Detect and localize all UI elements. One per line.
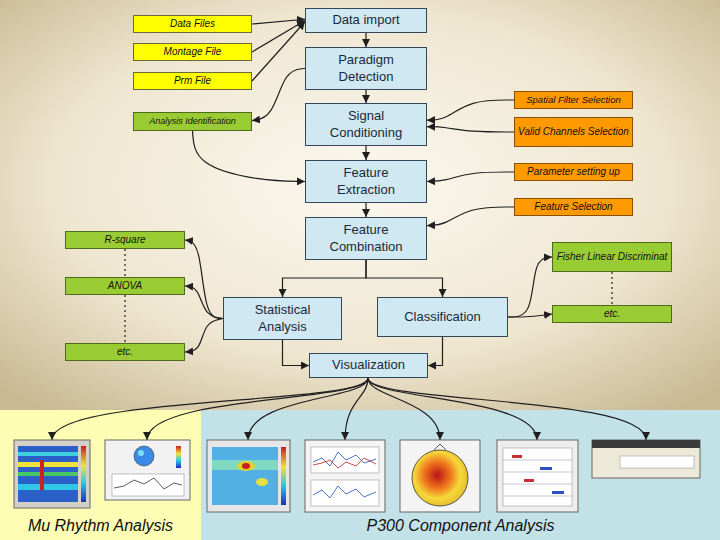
flow-connector (193, 131, 306, 182)
flow-connector (427, 127, 514, 132)
flow-connector (508, 257, 552, 317)
process-box: Statistical Analysis (223, 297, 342, 340)
flow-connector (185, 286, 223, 319)
node-label: etc. (117, 346, 133, 358)
node-label: Feature Selection (534, 201, 612, 213)
flow-connector (283, 260, 367, 297)
node-label: Valid Channels Selection (518, 126, 629, 138)
method-box: etc. (65, 343, 185, 361)
node-label: Feature Combination (316, 222, 416, 255)
input-file-box: Data Files (133, 15, 252, 33)
flow-connector (366, 260, 443, 297)
node-label: Signal Conditioning (316, 108, 416, 141)
node-label: Montage File (164, 46, 222, 58)
setting-box: Feature Selection (514, 198, 633, 216)
input-file-box: Prm File (133, 72, 252, 90)
node-label: Parameter setting up (527, 166, 620, 178)
process-box: Classification (377, 297, 508, 337)
flow-connector (252, 22, 305, 81)
node-label: Fisher Linear Discriminat (557, 251, 668, 263)
process-box: Data import (305, 8, 427, 33)
flow-connector (365, 90, 366, 103)
flow-connector (508, 314, 552, 317)
background-fill (0, 0, 720, 410)
flow-connector (365, 203, 366, 217)
input-file-box: Montage File (133, 43, 252, 61)
node-label: Feature Extraction (316, 165, 416, 198)
node-label: P300 Component Analysis (367, 517, 555, 535)
node-label: Data Files (170, 18, 215, 30)
method-box: R-square (65, 231, 185, 249)
setting-box: Spatial Filter Selection (514, 91, 633, 109)
flow-connector (185, 240, 223, 319)
node-label: Analysis Identification (149, 116, 236, 126)
flow-connector (365, 146, 366, 160)
flow-connector (124, 249, 125, 277)
method-box: etc. (552, 305, 672, 323)
flow-connector (427, 100, 514, 120)
node-label: Classification (404, 309, 481, 325)
analysis-panel: Mu Rhythm Analysis (0, 410, 201, 540)
method-box: Fisher Linear Discriminat (552, 242, 672, 272)
setting-box: Valid Channels Selection (514, 117, 633, 147)
node-label: Spatial Filter Selection (526, 95, 621, 106)
node-label: R-square (104, 234, 145, 246)
flow-connector (124, 295, 125, 343)
process-box: Feature Extraction (305, 160, 427, 203)
analysis-panel: P300 Component Analysis (201, 410, 720, 540)
node-label: etc. (604, 308, 620, 320)
flow-connector (283, 340, 310, 366)
process-box: Signal Conditioning (305, 103, 427, 146)
flow-connector (252, 19, 305, 24)
node-label: Prm File (174, 75, 211, 87)
node-label: ANOVA (108, 280, 142, 292)
flow-connector (428, 337, 443, 366)
setting-box: Parameter setting up (514, 163, 633, 181)
node-label: Statistical Analysis (234, 302, 331, 335)
flow-connector (365, 33, 366, 47)
flow-connector (252, 69, 305, 121)
flow-connector (611, 272, 612, 305)
method-box: Analysis Identification (133, 112, 252, 131)
process-box: Feature Combination (305, 217, 427, 260)
flow-connector (185, 319, 223, 353)
flow-connector (252, 21, 305, 53)
node-label: Mu Rhythm Analysis (28, 517, 173, 535)
node-label: Paradigm Detection (316, 52, 416, 85)
process-box: Visualization (309, 353, 428, 378)
node-label: Data import (332, 12, 399, 28)
method-box: ANOVA (65, 277, 185, 295)
flow-connector (427, 207, 514, 226)
flow-connector (427, 172, 514, 182)
process-box: Paradigm Detection (305, 47, 427, 90)
node-label: Visualization (332, 357, 405, 373)
